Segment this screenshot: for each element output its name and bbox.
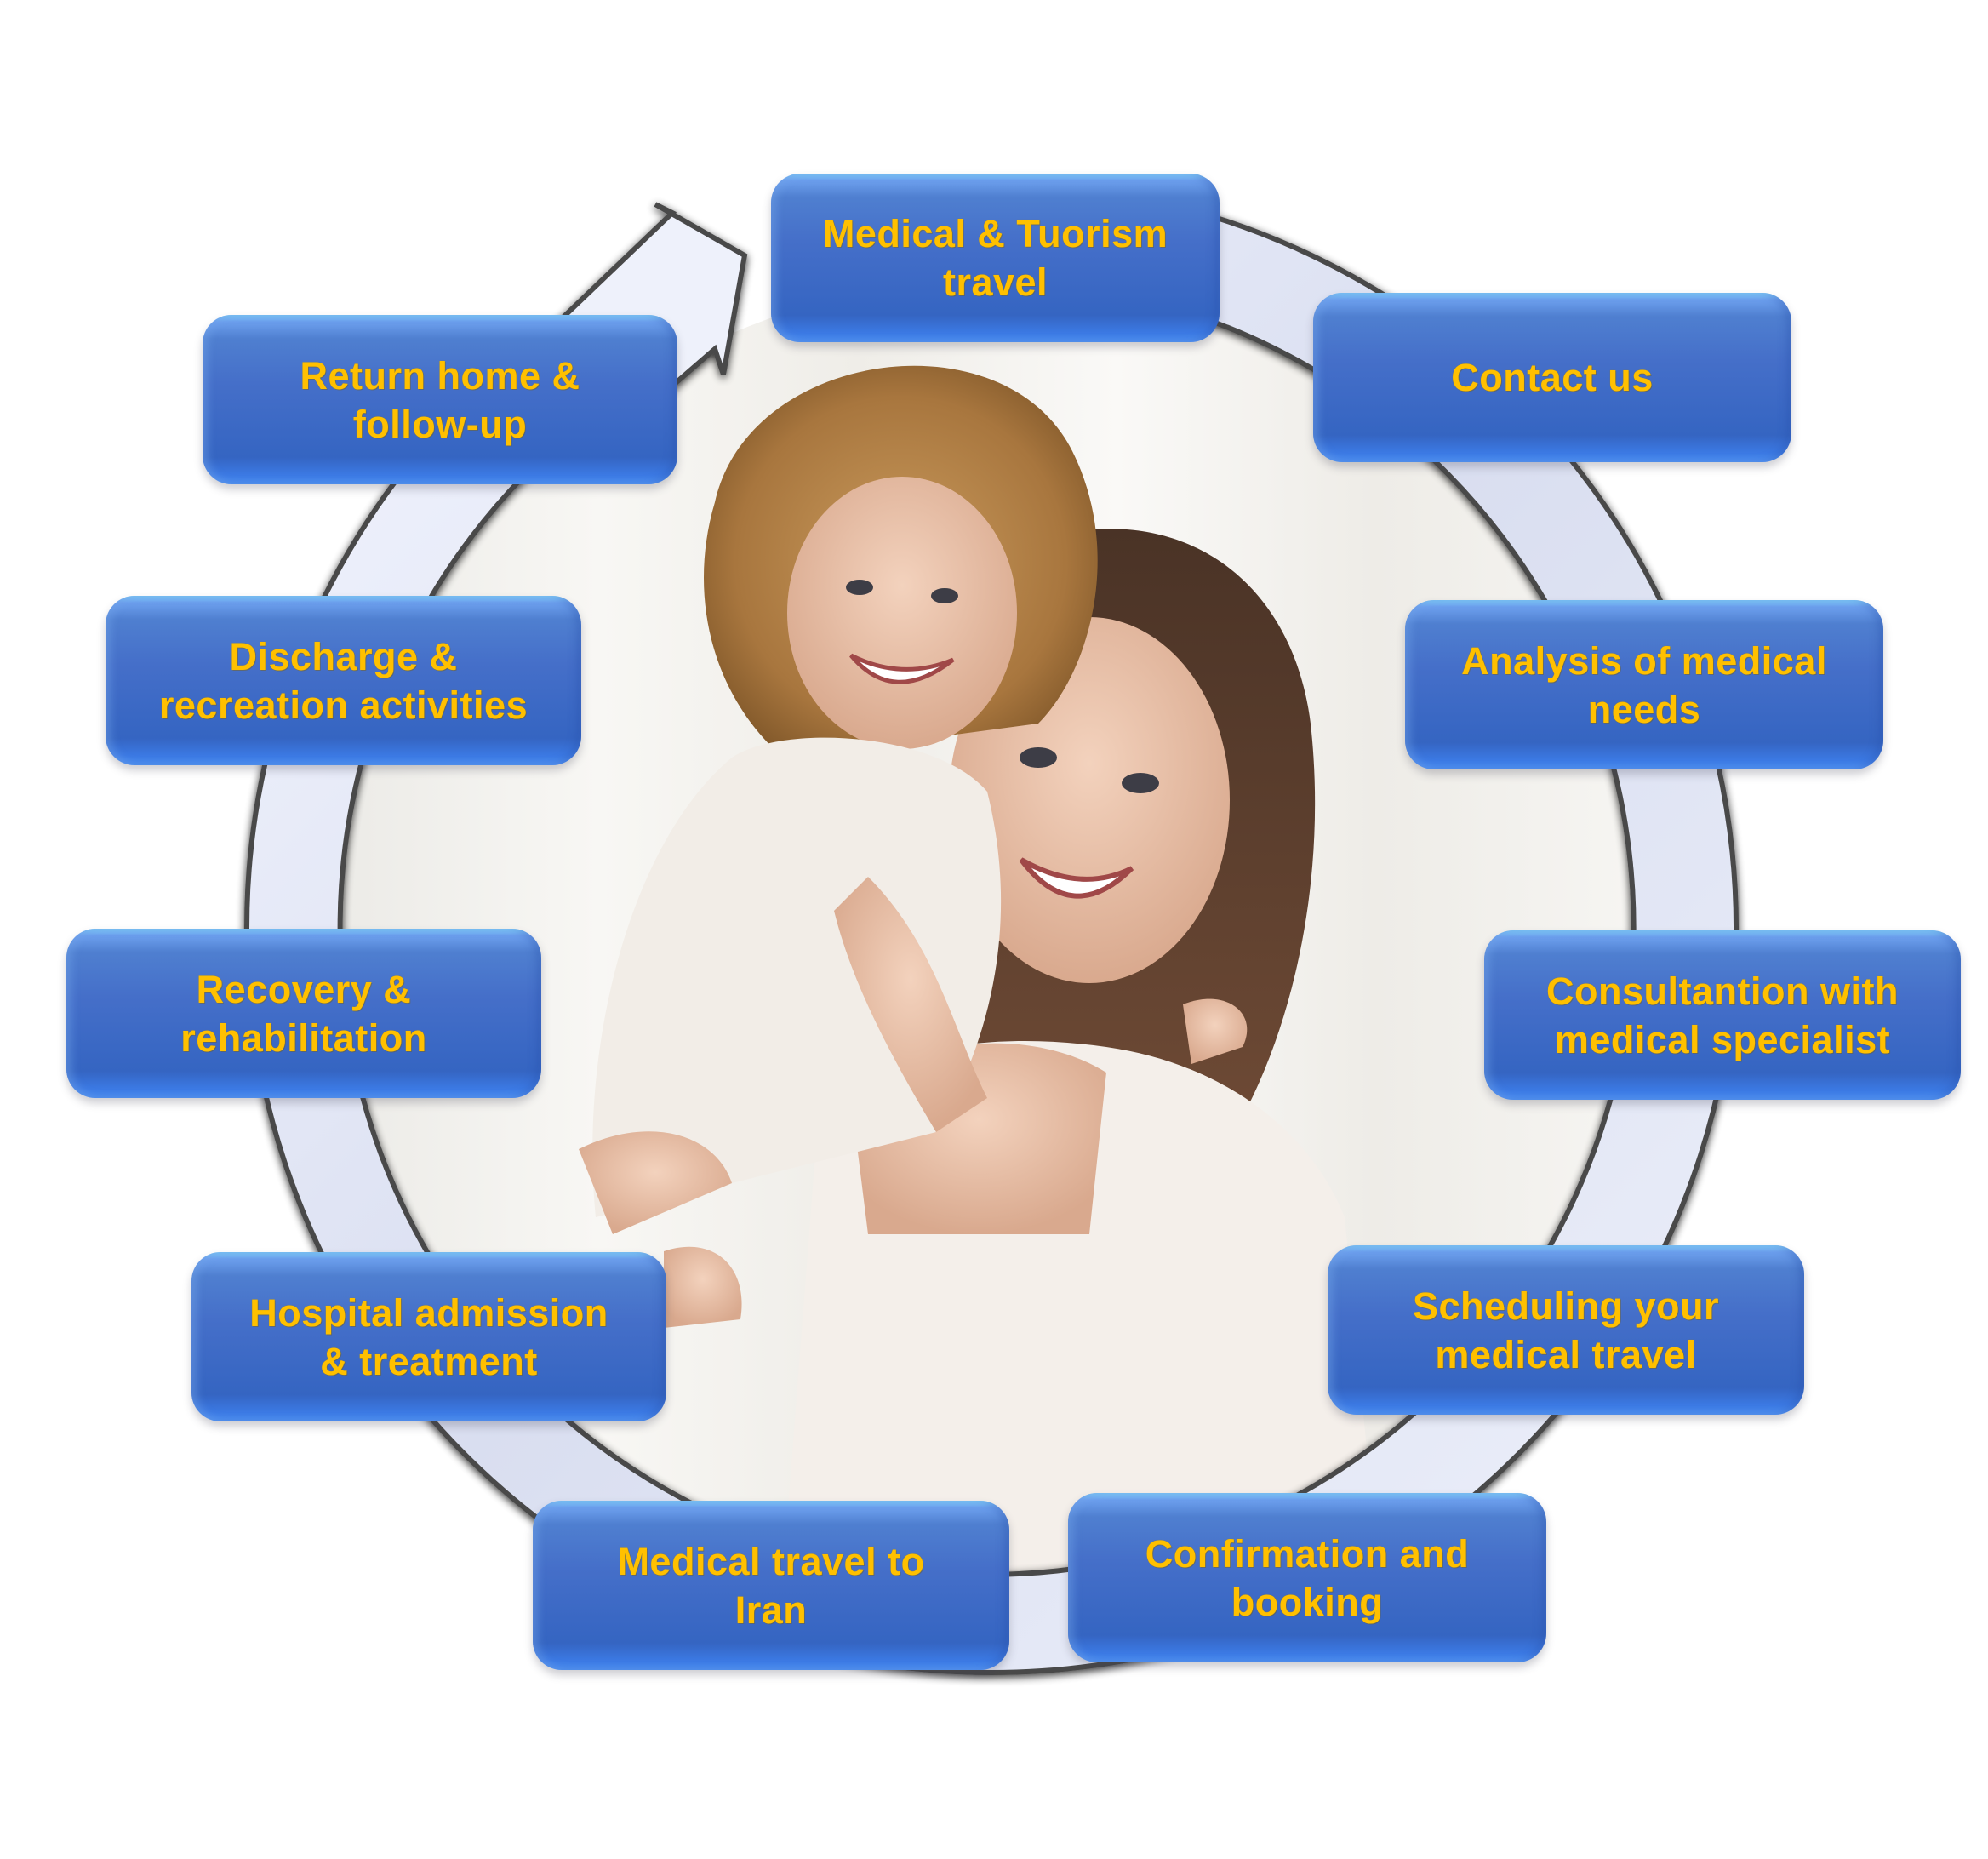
step-label: Recovery & rehabilitation [180, 967, 427, 1060]
step-scheduling-medical-travel[interactable]: Scheduling your medical travel [1328, 1245, 1804, 1415]
step-contact-us[interactable]: Contact us [1313, 293, 1791, 462]
step-medical-tourism-travel[interactable]: Medical & Tuorism travel [771, 174, 1220, 342]
step-label: Return home & follow-up [300, 353, 580, 446]
step-label: Medical travel to Iran [617, 1539, 925, 1632]
step-hospital-admission-treatment[interactable]: Hospital admission & treatment [191, 1252, 666, 1421]
step-label: Discharge & recreation activities [158, 634, 528, 727]
step-label: Scheduling your medical travel [1412, 1284, 1720, 1376]
step-return-home-follow-up[interactable]: Return home & follow-up [203, 315, 677, 484]
step-label: Confirmation and booking [1145, 1531, 1470, 1624]
step-discharge-recreation[interactable]: Discharge & recreation activities [106, 596, 581, 765]
step-recovery-rehabilitation[interactable]: Recovery & rehabilitation [66, 929, 541, 1098]
step-consultation-with-specialist[interactable]: Consultantion with medical specialist [1484, 930, 1961, 1100]
step-label: Consultantion with medical specialist [1546, 969, 1899, 1061]
step-analysis-of-medical-needs[interactable]: Analysis of medical needs [1405, 600, 1883, 769]
step-confirmation-and-booking[interactable]: Confirmation and booking [1068, 1493, 1546, 1662]
step-medical-travel-to-iran[interactable]: Medical travel to Iran [533, 1501, 1009, 1670]
step-label: Medical & Tuorism travel [822, 212, 1168, 304]
step-label: Contact us [1451, 356, 1654, 399]
step-label: Hospital admission & treatment [249, 1290, 608, 1383]
family-photo [340, 281, 1634, 1575]
photo-illustration-icon [340, 281, 1634, 1575]
step-label: Analysis of medical needs [1461, 638, 1827, 731]
